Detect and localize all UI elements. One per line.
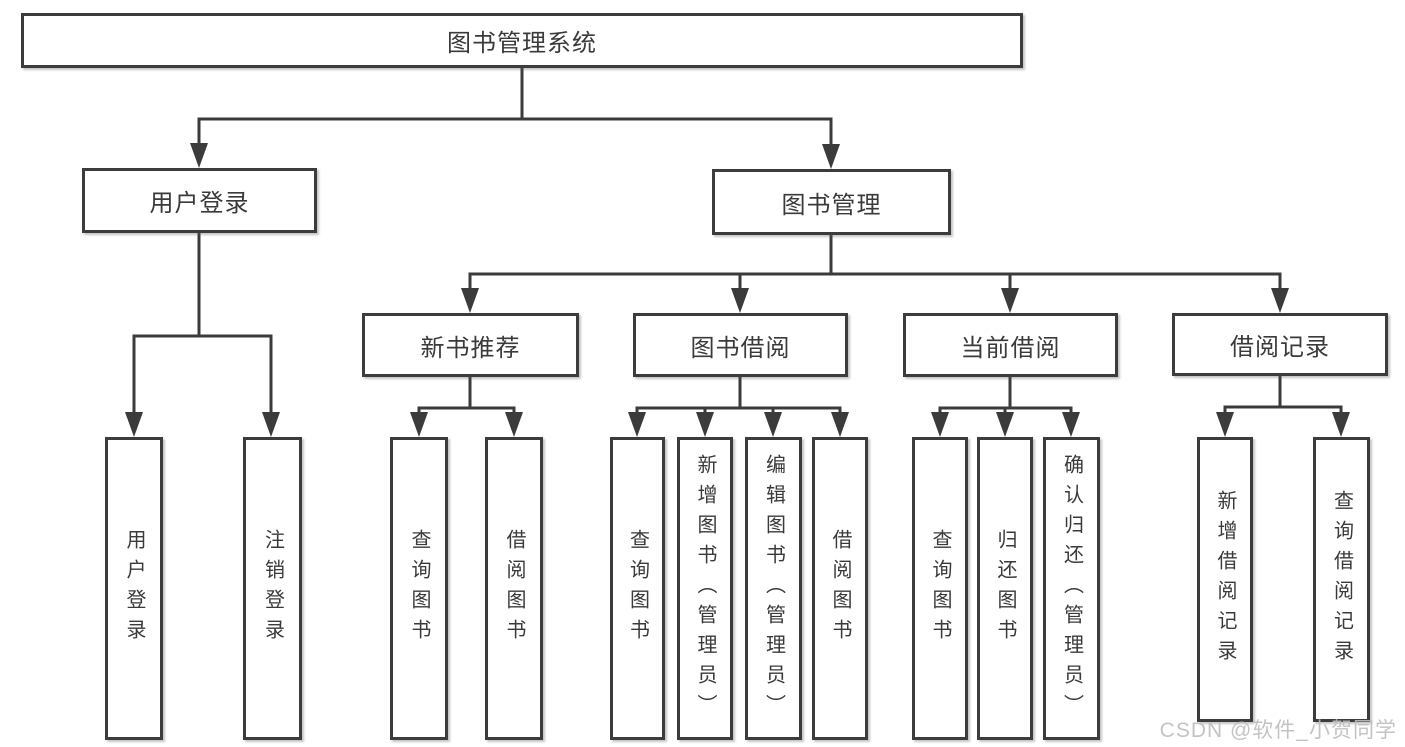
node-new-book-recommend: 新书推荐	[362, 313, 579, 377]
arrowhead-down-icon	[831, 412, 849, 437]
arrowhead-down-icon	[1062, 412, 1080, 437]
leaf-newbook-borrow-books: 借阅图书	[485, 437, 543, 740]
node-label: 查询图书	[929, 528, 951, 649]
node-book-management-system: 图书管理系统	[21, 13, 1023, 68]
node-user-login: 用户登录	[82, 168, 317, 233]
leaf-borrowing-query-books: 查询图书	[610, 437, 665, 740]
csdn-watermark: CSDN @软件_小贺同学	[1159, 719, 1397, 742]
node-label: 当前借阅	[960, 334, 1061, 362]
connector-new-book-children	[410, 375, 523, 437]
connector-borrow-records-children	[1216, 373, 1350, 437]
leaf-records-query-record: 查询借阅记录	[1313, 437, 1370, 722]
leaf-current-return-books: 归还图书	[977, 437, 1033, 740]
node-label: 确认归还（管理员）	[1060, 453, 1083, 724]
arrowhead-down-icon	[505, 412, 523, 437]
connector-line	[417, 375, 516, 416]
arrowhead-down-icon	[461, 288, 479, 313]
arrowhead-down-icon	[190, 143, 208, 168]
connector-user-login-children	[125, 231, 280, 437]
node-label: 查询图书	[626, 528, 649, 649]
arrowhead-down-icon	[262, 412, 280, 437]
node-label: 借阅图书	[503, 528, 525, 649]
node-label: 借阅图书	[829, 528, 851, 649]
node-label: 注销登录	[261, 528, 284, 649]
node-borrow-records: 借阅记录	[1172, 313, 1388, 376]
node-label: 借阅记录	[1230, 334, 1330, 361]
node-label: 查询借阅记录	[1330, 489, 1353, 670]
arrowhead-down-icon	[1001, 288, 1019, 313]
connector-book-mgmt-children	[461, 233, 1289, 313]
arrowhead-down-icon	[1271, 288, 1289, 313]
arrowhead-down-icon	[931, 412, 949, 437]
leaf-user-login: 用户登录	[105, 437, 163, 740]
node-label: 图书借阅	[690, 334, 791, 362]
leaf-current-query-books: 查询图书	[912, 437, 968, 740]
arrowhead-down-icon	[996, 412, 1014, 437]
connector-current-borrow-children	[931, 375, 1080, 437]
node-label: 用户登录	[123, 528, 145, 649]
connector-book-borrow-children	[628, 375, 849, 437]
node-current-borrowing: 当前借阅	[903, 313, 1118, 377]
node-label: 新增借阅记录	[1214, 489, 1236, 670]
connector-line	[938, 375, 1073, 416]
arrowhead-down-icon	[696, 412, 714, 437]
leaf-borrowing-add-books-admin: 新增图书（管理员）	[677, 437, 733, 740]
node-label: 新书推荐	[420, 334, 521, 362]
arrowhead-down-icon	[731, 288, 749, 313]
connector-line	[1223, 373, 1343, 416]
leaf-records-add-record: 新增借阅记录	[1197, 437, 1253, 722]
leaf-newbook-query-books: 查询图书	[390, 437, 448, 740]
node-book-management: 图书管理	[712, 169, 951, 235]
node-label: 编辑图书（管理员）	[762, 453, 785, 724]
arrowhead-down-icon	[822, 144, 840, 169]
leaf-borrowing-edit-books-admin: 编辑图书（管理员）	[745, 437, 802, 740]
node-book-borrowing: 图书借阅	[633, 313, 848, 377]
node-label: 查询图书	[408, 528, 430, 649]
leaf-current-confirm-return-admin: 确认归还（管理员）	[1043, 437, 1100, 740]
connector-line	[132, 231, 273, 416]
connector-line	[635, 375, 842, 416]
arrowhead-down-icon	[1332, 412, 1350, 437]
connector-line	[197, 66, 833, 148]
node-label: 图书管理	[781, 191, 882, 219]
arrowhead-down-icon	[125, 412, 143, 437]
leaf-logout: 注销登录	[243, 437, 302, 740]
node-label: 图书管理系统	[447, 30, 597, 57]
connector-line	[468, 233, 1282, 292]
arrowhead-down-icon	[1216, 412, 1234, 437]
node-label: 归还图书	[994, 528, 1016, 649]
leaf-borrowing-borrow-books: 借阅图书	[812, 437, 868, 740]
arrowhead-down-icon	[628, 412, 646, 437]
arrowhead-down-icon	[410, 412, 428, 437]
node-label: 新增图书（管理员）	[694, 453, 716, 724]
node-label: 用户登录	[149, 190, 250, 217]
arrowhead-down-icon	[764, 412, 782, 437]
connector-root-to-level2	[190, 66, 840, 169]
